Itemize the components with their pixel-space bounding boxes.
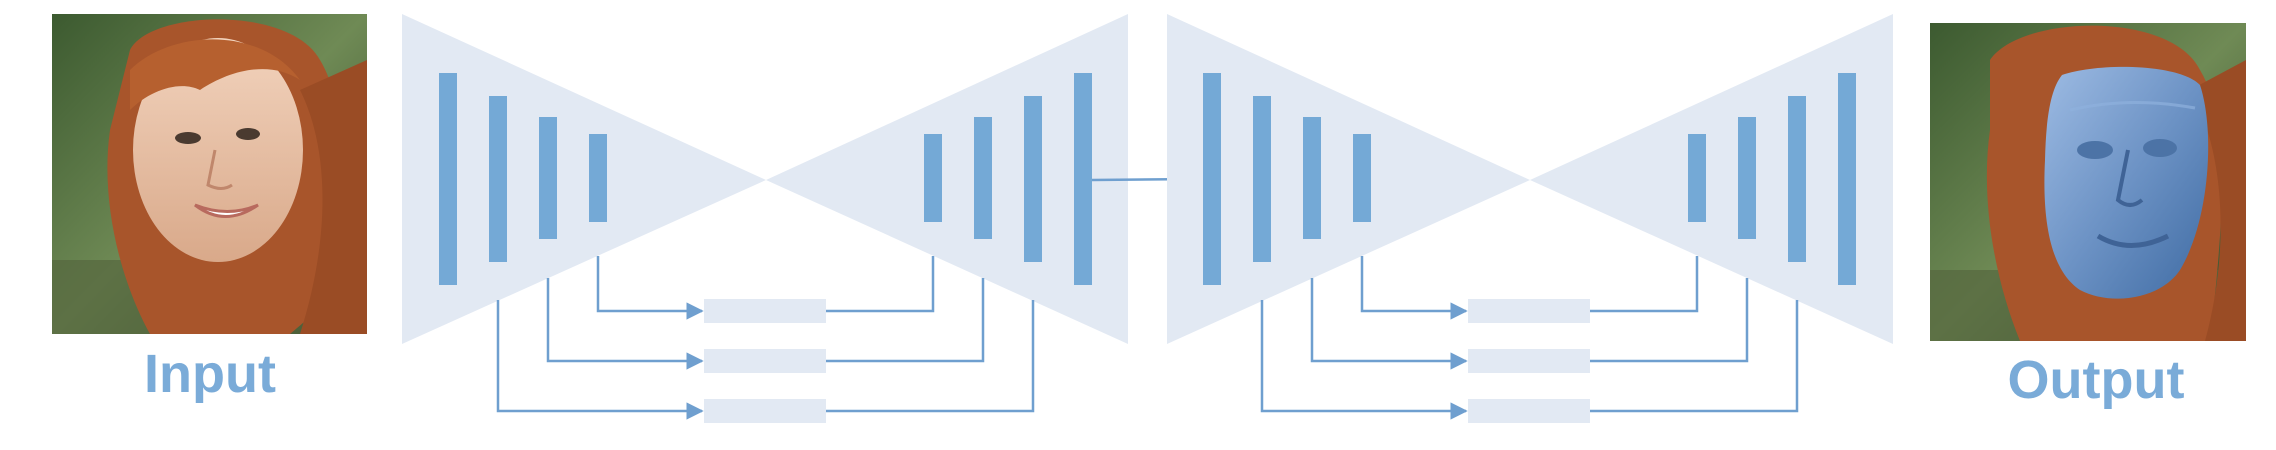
- encoder-layer: [1353, 134, 1371, 222]
- encoder-layer: [1203, 73, 1221, 285]
- skip-connection: [496, 300, 704, 420]
- skip-connection: [1310, 278, 1468, 370]
- skip-connection: [546, 278, 704, 370]
- face-mesh-overlay: [2044, 66, 2209, 299]
- encoder-layer: [539, 117, 557, 239]
- encoder-layer: [489, 96, 507, 262]
- decoder-layer: [1074, 73, 1092, 285]
- skip-connection: [1360, 256, 1468, 320]
- skip-connection: [826, 278, 985, 363]
- decoder-panel-1: [766, 14, 1128, 344]
- skip-box: [704, 399, 826, 423]
- skip-connection: [1590, 300, 1799, 413]
- skip-connection: [1590, 256, 1699, 313]
- skip-box: [704, 299, 826, 323]
- encoder-panel-2: [1167, 14, 1530, 344]
- input-image: [52, 14, 367, 334]
- encoder-layer: [1303, 117, 1321, 239]
- decoder-layer: [1688, 134, 1706, 222]
- decoder-layer: [924, 134, 942, 222]
- skip-connection: [826, 256, 935, 313]
- decoder-layer: [1738, 117, 1756, 239]
- skip-box: [1468, 399, 1590, 423]
- skip-connection: [1260, 300, 1468, 420]
- skip-box: [1468, 299, 1590, 323]
- skip-connection: [596, 256, 704, 320]
- skip-connection: [826, 300, 1035, 413]
- skip-box: [1468, 349, 1590, 373]
- skip-connection: [1590, 278, 1749, 363]
- decoder-layer: [1024, 96, 1042, 262]
- decoder-layer: [1838, 73, 1856, 285]
- hourglass-block-2: [1167, 14, 1893, 423]
- decoder-layer: [1788, 96, 1806, 262]
- output-image: [1930, 23, 2246, 342]
- output-label: Output: [2008, 350, 2185, 410]
- encoder-layer: [1253, 96, 1271, 262]
- hourglass-block-1: [402, 14, 1128, 423]
- input-label: Input: [144, 344, 276, 404]
- decoder-layer: [974, 117, 992, 239]
- skip-box: [704, 349, 826, 373]
- encoder-layer: [439, 73, 457, 285]
- encoder-layer: [589, 134, 607, 222]
